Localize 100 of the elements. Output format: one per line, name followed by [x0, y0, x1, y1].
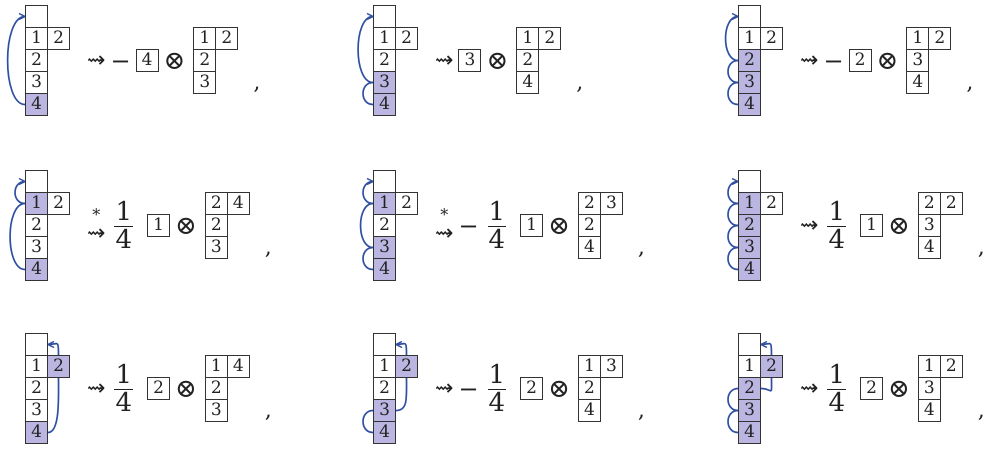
tensor-symbol: ⊗	[174, 376, 197, 402]
tableau-cell: 1	[918, 355, 941, 378]
tableau-cell: 3	[373, 71, 396, 94]
leads-to-symbol: ⇝	[800, 50, 818, 72]
tableau-cell: 3	[600, 192, 623, 215]
tableau-cell: 4	[25, 93, 48, 116]
comma: ,	[264, 400, 272, 422]
leads-to-symbol: ⇝	[435, 222, 454, 244]
minus-sign: −	[110, 48, 131, 72]
tableau-cell: 2	[395, 355, 418, 378]
leads-to-symbol: ⇝	[435, 378, 454, 400]
tableau-cell: 2	[516, 49, 540, 72]
tableau-cell: 3	[458, 49, 482, 72]
tableau-cell: 4	[738, 93, 761, 116]
tableau-cell: 2	[395, 192, 418, 215]
tableau-cell: 3	[204, 399, 228, 422]
tableau-cell: 3	[738, 399, 761, 422]
tableau-cell: 4	[738, 421, 761, 444]
tableau-cell: 2	[373, 377, 396, 400]
comma: ,	[638, 400, 645, 422]
tableau-cell: 3	[25, 399, 48, 422]
tableau-cell: 1	[738, 192, 761, 215]
minus-sign: −	[458, 376, 479, 400]
comma: ,	[576, 72, 584, 94]
fraction-denominator: 4	[828, 390, 845, 416]
tableau-cell: 3	[25, 71, 48, 94]
tableau-cell: 3	[25, 236, 48, 259]
tableau-cell: 4	[226, 355, 250, 378]
tableau-cell: 2	[918, 192, 941, 215]
star-mark: *	[440, 206, 448, 222]
comma: ,	[253, 72, 260, 94]
tableau-cell	[25, 5, 48, 28]
leads-to-symbol: ⇝	[800, 214, 818, 236]
comma: ,	[638, 237, 645, 259]
tensor-symbol: ⊗	[486, 48, 508, 74]
curved-arrow	[395, 340, 408, 355]
tensor-symbol: ⊗	[888, 376, 910, 402]
comma: ,	[978, 237, 985, 259]
curved-arrow	[6, 14, 26, 106]
tableau-cell: 4	[25, 421, 48, 444]
tableau-cell: 3	[738, 71, 761, 94]
leads-to-symbol: ⇝	[435, 50, 454, 72]
tableau-cell	[25, 333, 48, 356]
tableau-cell: 2	[578, 214, 601, 237]
tableau-cell: 2	[940, 192, 963, 215]
curved-arrow	[362, 178, 374, 204]
tableau-cell: 2	[47, 355, 70, 378]
tableau-cell: 4	[906, 71, 930, 94]
leads-to-symbol: ⇝	[800, 378, 818, 400]
tableau-cell: 2	[204, 377, 228, 400]
fraction-numerator: 1	[827, 198, 846, 226]
star-mark: *	[92, 206, 100, 222]
curved-arrow	[724, 14, 739, 62]
fraction-numerator: 1	[488, 198, 506, 226]
tableau-cell: 4	[918, 236, 941, 259]
tableau-cell: 4	[918, 399, 941, 422]
tensor-symbol: ⊗	[164, 48, 186, 74]
tensor-symbol: ⊗	[548, 212, 570, 238]
tableau-cell	[373, 5, 396, 28]
tableau-cell: 3	[373, 236, 396, 259]
tableau-cell: 4	[578, 236, 601, 259]
tableau-cell: 2	[204, 192, 228, 215]
fraction-numerator: 1	[114, 198, 133, 226]
tableau-cell	[738, 170, 761, 193]
tableau-cell: 2	[215, 27, 238, 50]
fraction-denominator: 4	[488, 390, 506, 416]
leads-to-symbol: ⇝	[87, 222, 106, 244]
tableau-cell: 2	[25, 377, 48, 400]
tensor-symbol: ⊗	[174, 212, 197, 238]
tableau-cell: 2	[940, 355, 963, 378]
tensor-symbol: ⊗	[888, 212, 910, 238]
tableau-cell: 4	[516, 71, 540, 94]
tensor-symbol: ⊗	[548, 376, 570, 402]
comma: ,	[978, 400, 985, 422]
tableau-cell: 2	[373, 214, 396, 237]
tableau-cell: 2	[760, 355, 783, 378]
tableau-cell: 4	[373, 93, 396, 116]
tableau-cell: 1	[146, 214, 170, 237]
tableau-cell: 3	[918, 214, 941, 237]
tableau-cell: 1	[860, 214, 883, 237]
tableau-cell: 2	[760, 192, 783, 215]
tableau-cell	[373, 170, 396, 193]
curved-arrow	[357, 14, 374, 84]
tableau-cell: 1	[25, 192, 48, 215]
tableau-cell: 3	[373, 399, 396, 422]
fraction-numerator: 1	[827, 362, 846, 390]
tableau-cell: 3	[738, 236, 761, 259]
tableau-cell: 2	[25, 214, 48, 237]
fraction-denominator: 4	[115, 390, 132, 416]
tableau-cell	[25, 170, 48, 193]
tableau-cell: 2	[146, 377, 170, 400]
tableau-cell: 4	[578, 399, 601, 422]
tableau-cell: 1	[516, 27, 540, 50]
tableau-cell: 2	[47, 27, 70, 50]
tableau-cell: 2	[373, 49, 396, 72]
leads-to-symbol: ⇝	[87, 50, 106, 72]
tableau-cell: 2	[538, 27, 562, 50]
tableau-cell: 3	[918, 377, 941, 400]
tableau-cell: 1	[204, 355, 228, 378]
tableau-cell	[738, 333, 761, 356]
